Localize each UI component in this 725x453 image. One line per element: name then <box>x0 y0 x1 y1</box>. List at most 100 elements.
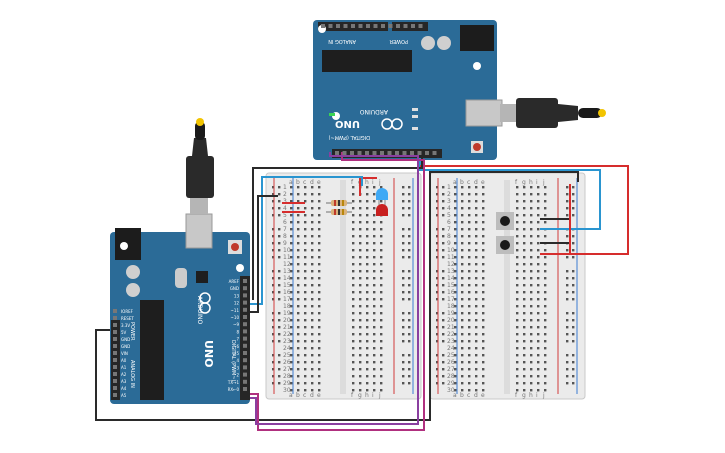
header-pin[interactable] <box>366 24 370 28</box>
header-pin[interactable] <box>243 343 247 348</box>
header-pin[interactable] <box>373 24 378 28</box>
breadboard-hole <box>523 249 526 252</box>
header-pin[interactable] <box>113 323 117 327</box>
header-pin[interactable] <box>403 24 408 28</box>
rail-hole <box>272 340 275 343</box>
breadboard-hole <box>380 375 383 378</box>
header-pin[interactable] <box>425 151 429 155</box>
header-pin[interactable] <box>113 337 117 341</box>
header-pin[interactable] <box>410 151 414 155</box>
header-pin[interactable] <box>411 24 415 28</box>
breadboard-hole <box>352 354 355 357</box>
header-pin[interactable] <box>243 293 247 298</box>
header-pin[interactable] <box>387 151 392 155</box>
header-pin[interactable] <box>388 24 393 28</box>
header-pin[interactable] <box>328 24 333 28</box>
header-pin[interactable] <box>343 24 348 28</box>
row-number: 17 <box>447 296 455 303</box>
breadboard-hole <box>290 207 293 210</box>
header-pin[interactable] <box>243 379 247 384</box>
breadboard-hole <box>544 249 547 252</box>
header-pin[interactable] <box>417 151 422 155</box>
header-pin[interactable] <box>243 322 247 327</box>
breadboard-hole <box>366 312 369 315</box>
header-pin[interactable] <box>418 24 423 28</box>
breadboard-hole <box>537 256 540 259</box>
breadboard-hole <box>373 200 376 203</box>
header-pin[interactable] <box>381 24 385 28</box>
column-label: e <box>481 179 485 186</box>
header-pin[interactable] <box>335 151 339 155</box>
header-pin[interactable] <box>243 286 247 291</box>
header-pin[interactable] <box>243 329 247 334</box>
header-pin[interactable] <box>432 151 437 155</box>
breadboard-hole <box>468 305 471 308</box>
header-pin[interactable] <box>113 372 117 376</box>
rail-hole <box>278 256 281 259</box>
breadboard-hole <box>318 389 321 392</box>
pushbutton-1[interactable] <box>496 212 514 230</box>
led-blue[interactable] <box>376 188 388 205</box>
rail-hole <box>408 284 411 287</box>
column-label: i <box>536 179 538 186</box>
breadboard-hole <box>290 228 293 231</box>
header-pin[interactable] <box>243 387 247 391</box>
breadboard-hole <box>530 305 533 308</box>
breadboard-hole <box>352 235 355 238</box>
header-pin[interactable] <box>113 379 117 383</box>
breadboard-hole <box>373 284 376 287</box>
header-pin[interactable] <box>243 358 247 363</box>
pushbutton-2[interactable] <box>496 236 514 254</box>
header-pin[interactable] <box>402 151 407 155</box>
header-pin[interactable] <box>113 344 117 348</box>
header-pin[interactable] <box>350 151 354 155</box>
header-pin[interactable] <box>342 151 347 155</box>
breadboard-hole <box>530 333 533 336</box>
header-pin[interactable] <box>336 24 340 28</box>
header-pin[interactable] <box>372 151 377 155</box>
header-pin[interactable] <box>113 358 117 362</box>
header-pin[interactable] <box>243 315 247 319</box>
header-pin[interactable] <box>396 24 400 28</box>
header-pin[interactable] <box>321 24 325 28</box>
breadboard-hole <box>482 298 485 301</box>
rail-hole <box>442 375 445 378</box>
header-pin[interactable] <box>243 336 247 341</box>
header-pin[interactable] <box>351 24 355 28</box>
breadboard-hole <box>468 277 471 280</box>
header-pin[interactable] <box>113 386 117 390</box>
led-red[interactable] <box>376 204 388 216</box>
breadboard-hole <box>516 361 519 364</box>
breadboard-hole <box>475 221 478 224</box>
header-pin[interactable] <box>113 309 117 313</box>
resistor-1[interactable] <box>326 200 352 206</box>
breadboard-hole <box>530 382 533 385</box>
header-pin[interactable] <box>113 393 117 397</box>
arduino-bottom-board[interactable]: UNO ARDUINO ANALOG IN POWER DIGITAL (PWM… <box>110 213 250 404</box>
header-pin[interactable] <box>113 330 117 334</box>
breadboard-hole <box>461 312 464 315</box>
header-pin[interactable] <box>365 151 369 155</box>
pin-label: A2 <box>121 372 127 377</box>
header-pin[interactable] <box>243 300 247 305</box>
rail-hole <box>402 340 405 343</box>
breadboard-hole <box>482 221 485 224</box>
rail-hole <box>272 242 275 245</box>
header-pin[interactable] <box>357 151 362 155</box>
breadboard-hole <box>537 298 540 301</box>
header-pin[interactable] <box>243 307 247 312</box>
header-pin[interactable] <box>243 279 247 283</box>
header-pin[interactable] <box>113 351 117 355</box>
resistor-2[interactable] <box>326 209 352 215</box>
header-pin[interactable] <box>243 372 247 377</box>
arduino-top-board[interactable]: UNO ARDUINO ANALOG IN POWER DIGITAL (PWM… <box>313 20 503 160</box>
header-pin[interactable] <box>113 365 117 369</box>
header-pin[interactable] <box>243 351 247 355</box>
header-pin[interactable] <box>358 24 363 28</box>
header-pin[interactable] <box>395 151 399 155</box>
header-pin[interactable] <box>380 151 384 155</box>
row-number: 4 <box>283 205 287 212</box>
header-pin[interactable] <box>243 365 247 370</box>
breadboard-hole <box>304 200 307 203</box>
header-pin[interactable] <box>113 316 117 320</box>
